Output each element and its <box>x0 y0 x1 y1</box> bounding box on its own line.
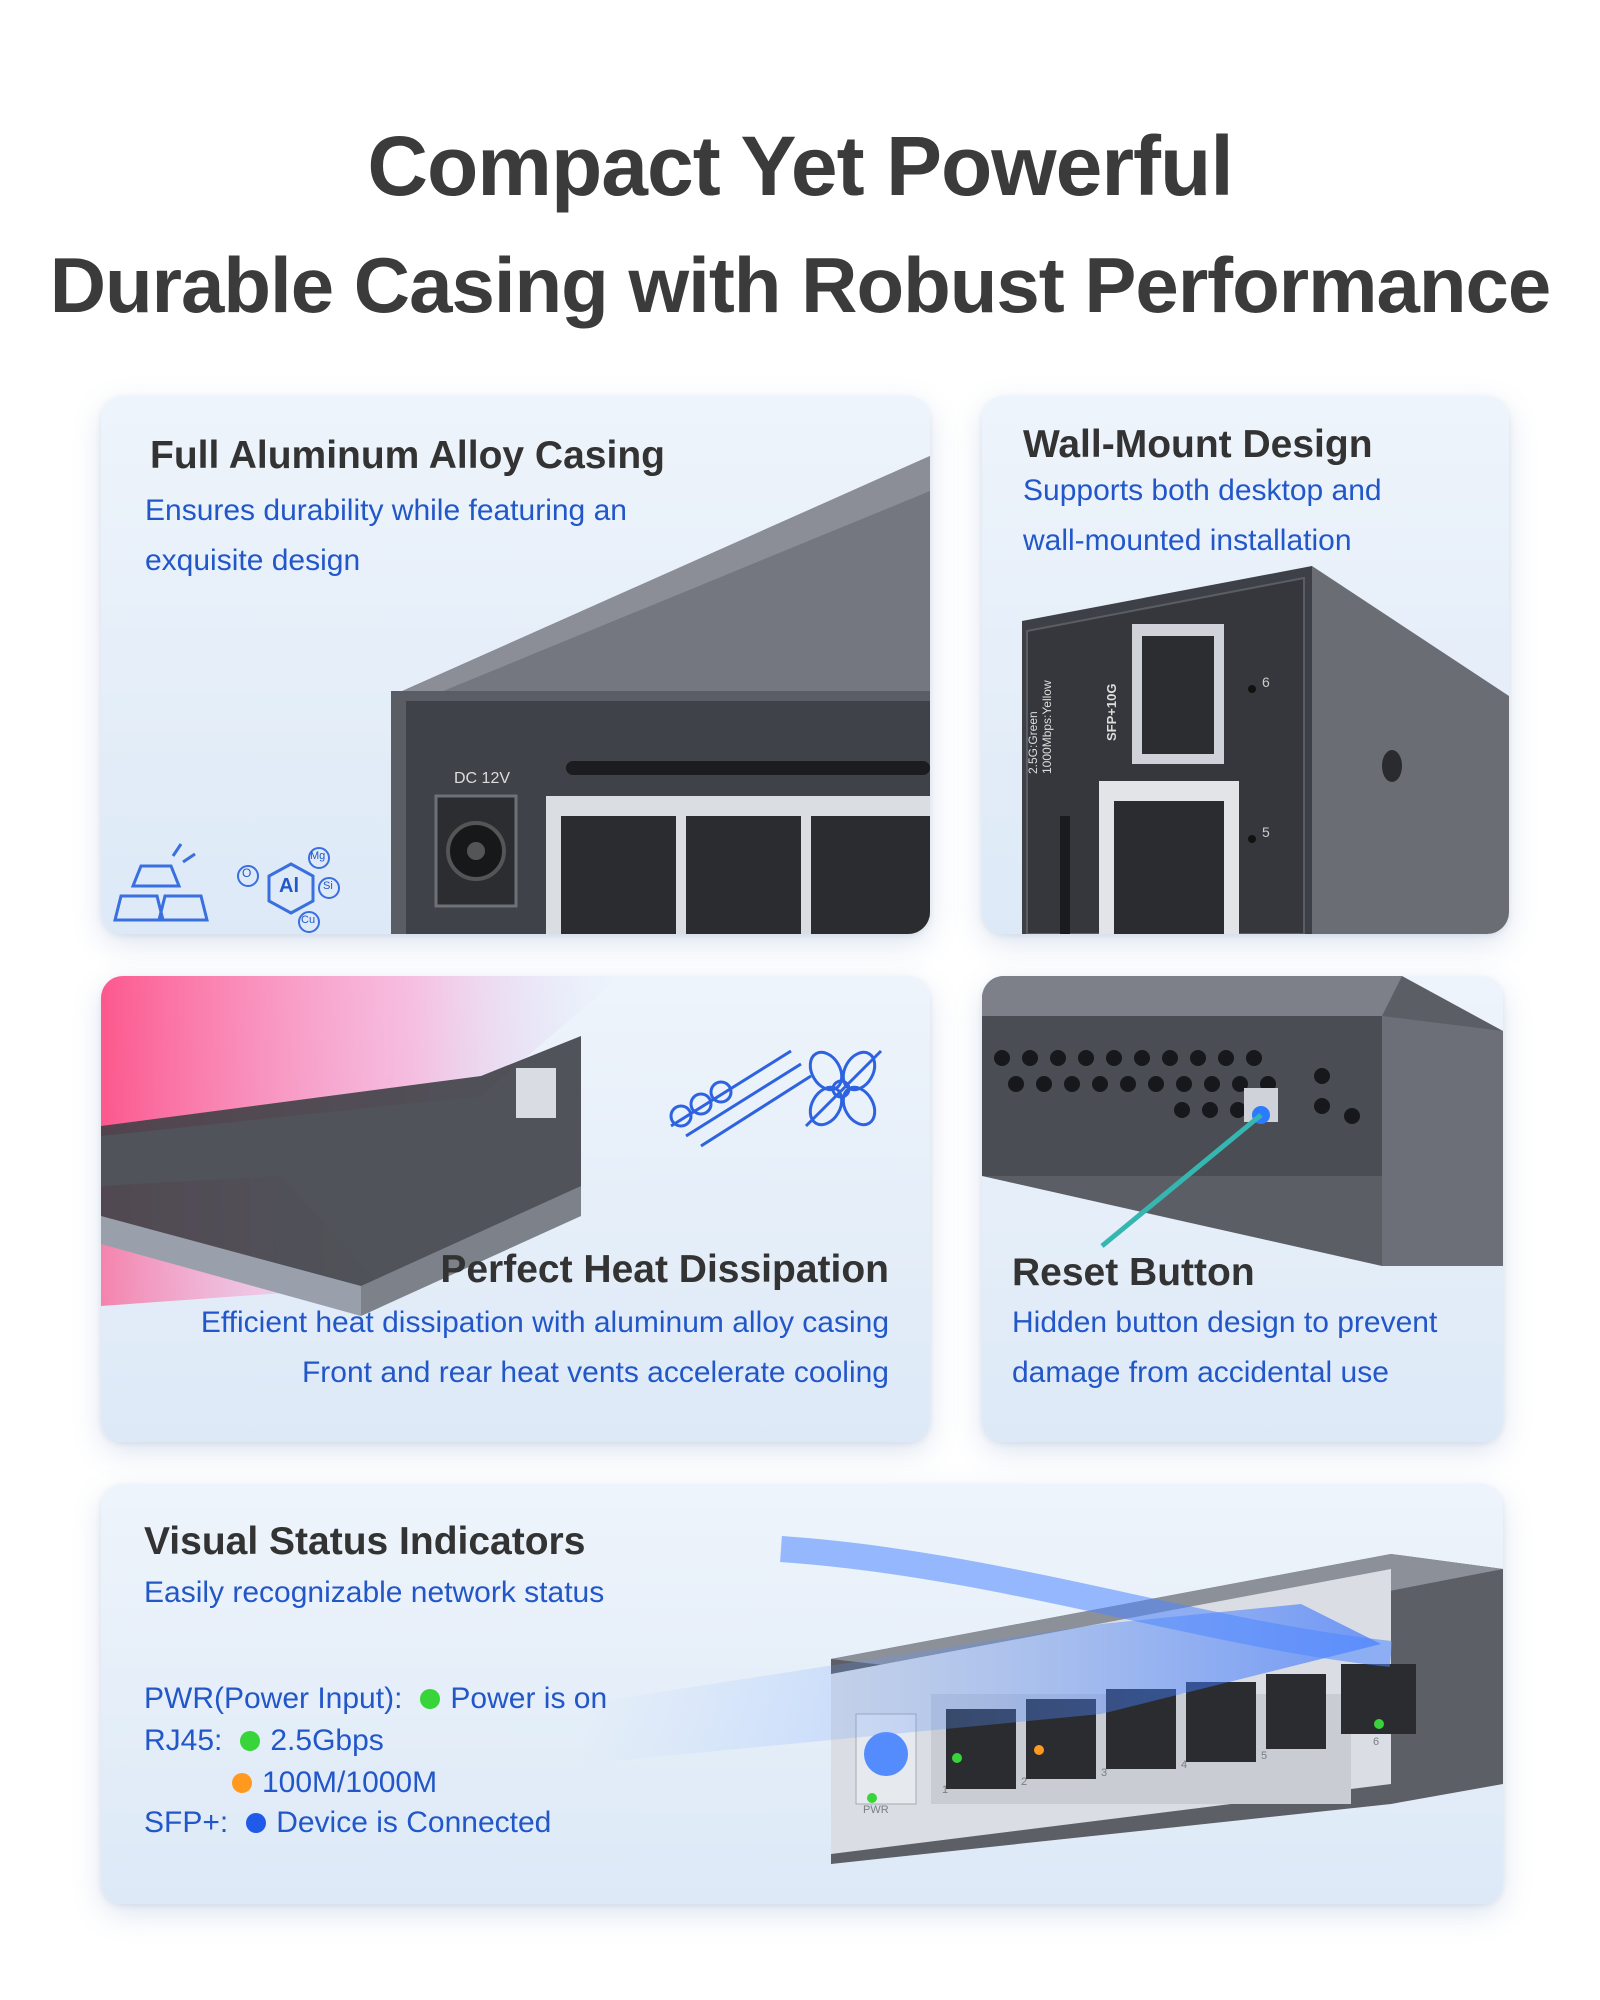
status-row-pwr: PWR(Power Input): Power is on <box>144 1682 607 1716</box>
card-status-indicators: Visual Status Indicators Easily recogniz… <box>101 1484 1503 1904</box>
desc-line: Front and rear heat vents accelerate coo… <box>301 1356 889 1389</box>
reset-illustration <box>982 976 1503 1266</box>
desc-line: Hidden button design to prevent <box>1012 1306 1438 1339</box>
card-title: Full Aluminum Alloy Casing <box>150 434 665 477</box>
aluminum-ingot-icon <box>113 843 209 922</box>
port-label-2: 2 <box>1021 1776 1028 1788</box>
led-legend-green: 2.5G:Green <box>1026 711 1040 774</box>
port-label-6: 6 <box>1373 1736 1380 1748</box>
status-row-sfp: SFP+: Device is Connected <box>144 1806 551 1840</box>
page-subtitle: Durable Casing with Robust Performance <box>49 241 1552 329</box>
status-text: Device is Connected <box>276 1806 552 1839</box>
card-title: Reset Button <box>1012 1251 1255 1294</box>
card-title: Visual Status Indicators <box>144 1520 586 1563</box>
port-label-4: 4 <box>1181 1759 1188 1771</box>
status-device-illustration <box>581 1536 1503 1864</box>
status-label: PWR(Power Input): <box>144 1682 403 1715</box>
status-label: SFP+: <box>144 1806 229 1839</box>
status-dot-green <box>420 1689 441 1709</box>
port-label-1: 1 <box>942 1784 949 1796</box>
desc-line: damage from accidental use <box>1012 1356 1389 1389</box>
desc-line: Efficient heat dissipation with aluminum… <box>200 1306 889 1339</box>
wall-mount-illustration <box>1022 566 1509 934</box>
card-description: Ensures durability while featuring an ex… <box>145 486 627 586</box>
status-label: RJ45: <box>144 1724 223 1757</box>
heat-sink-fins-icon <box>669 1049 812 1148</box>
alloy-elements-icon <box>237 847 340 933</box>
card-wall-mount: Wall-Mount Design Supports both desktop … <box>982 396 1509 934</box>
vent-holes <box>994 1050 1360 1124</box>
desc-line: Ensures durability while featuring an <box>145 494 627 527</box>
dc-label: DC 12V <box>454 770 511 787</box>
card-description: Easily recognizable network status <box>144 1568 604 1618</box>
desc-line: wall-mounted installation <box>1023 524 1352 557</box>
led-legend: 2.5G:Green 1000Mbps:Yellow <box>1026 680 1054 774</box>
card-heat-dissipation: Perfect Heat Dissipation Efficient heat … <box>101 976 930 1442</box>
element-label-si: Si <box>323 880 333 892</box>
status-text: 2.5Gbps <box>270 1724 384 1757</box>
port-label-3: 3 <box>1101 1767 1108 1779</box>
fan-icon <box>804 1049 883 1128</box>
element-label-o: O <box>242 866 252 880</box>
card-aluminum-casing: Full Aluminum Alloy Casing Ensures durab… <box>101 396 930 934</box>
card-description: Hidden button design to prevent damage f… <box>1012 1298 1437 1398</box>
status-dot-green <box>240 1731 261 1751</box>
card-description: Supports both desktop and wall-mounted i… <box>1023 466 1382 566</box>
pwr-label: PWR <box>863 1804 889 1816</box>
element-label-cu: Cu <box>301 914 316 926</box>
card-reset-button: Reset Button Hidden button design to pre… <box>982 976 1503 1442</box>
status-row-rj45-secondary: 100M/1000M <box>232 1766 437 1800</box>
heat-flow-illustration <box>101 976 883 1316</box>
desc-line: Easily recognizable network status <box>144 1576 605 1609</box>
sfp-label: SFP+10G <box>1104 683 1119 741</box>
status-dot-blue <box>246 1813 267 1833</box>
port-6-label: 6 <box>1262 674 1270 690</box>
status-row-rj45: RJ45: 2.5Gbps <box>144 1724 384 1758</box>
led-legend-yellow: 1000Mbps:Yellow <box>1040 680 1054 774</box>
status-dot-orange <box>232 1773 252 1793</box>
element-label-mg: Mg <box>310 850 326 862</box>
desc-line: exquisite design <box>145 544 361 577</box>
page-title: Compact Yet Powerful <box>367 119 1233 213</box>
port-label-5: 5 <box>1261 1750 1268 1762</box>
desc-line: Supports both desktop and <box>1023 474 1382 507</box>
port-5-label: 5 <box>1262 824 1270 840</box>
card-title: Perfect Heat Dissipation <box>440 1248 889 1291</box>
status-text: 100M/1000M <box>262 1766 438 1799</box>
status-text: Power is on <box>450 1682 608 1715</box>
card-description: Efficient heat dissipation with aluminum… <box>201 1298 889 1398</box>
card-title: Wall-Mount Design <box>1023 423 1373 466</box>
element-label-al: Al <box>279 875 299 897</box>
reset-pin-icon <box>1100 1106 1270 1248</box>
switch-casing-illustration <box>113 456 930 934</box>
